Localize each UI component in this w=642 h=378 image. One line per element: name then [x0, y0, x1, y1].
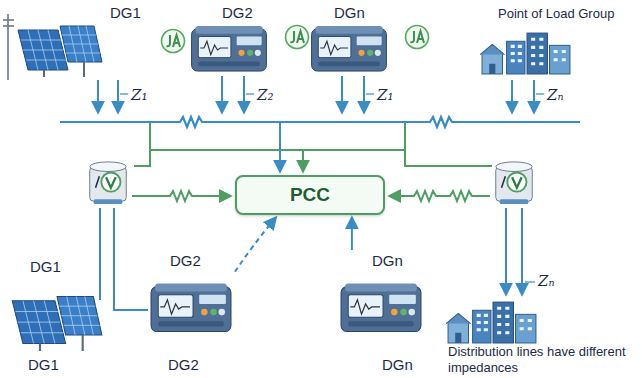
pcc-box: PCC: [235, 175, 385, 215]
impedance-label: Zₙ: [546, 86, 565, 104]
source-unit: DG2: [188, 2, 272, 76]
power-flow-arrow: [235, 218, 276, 272]
node-label: DG2: [170, 252, 201, 269]
power-flow-arrow: [351, 218, 353, 250]
node-label: DGn: [334, 4, 365, 21]
load-group: Point of Load Group: [478, 2, 638, 80]
impedance-label: Z₁: [376, 86, 394, 104]
impedance-label: Z₂: [256, 86, 274, 104]
node-label: DG2: [168, 356, 199, 373]
node-label: DG1: [110, 4, 141, 21]
node-label: DGn: [382, 356, 413, 373]
source-unit: DG1DG1: [8, 256, 108, 378]
source-unit: DGnDGn: [340, 250, 425, 378]
node-label: DG1: [30, 258, 61, 275]
node-label: DGn: [372, 252, 403, 269]
impedance-label: Zₙ: [537, 272, 556, 290]
note-text: Distribution lines have different impeda…: [448, 344, 638, 375]
source-unit: DG2DG2: [150, 250, 235, 378]
node-label: DG2: [222, 4, 253, 21]
pcc-title: PCC: [290, 184, 330, 206]
node-label: DG1: [28, 356, 59, 373]
source-unit: DGn: [308, 2, 392, 76]
source-unit: DG1: [100, 2, 162, 80]
impedance-label: Z₁: [130, 86, 148, 104]
node-label: Point of Load Group: [498, 7, 614, 22]
